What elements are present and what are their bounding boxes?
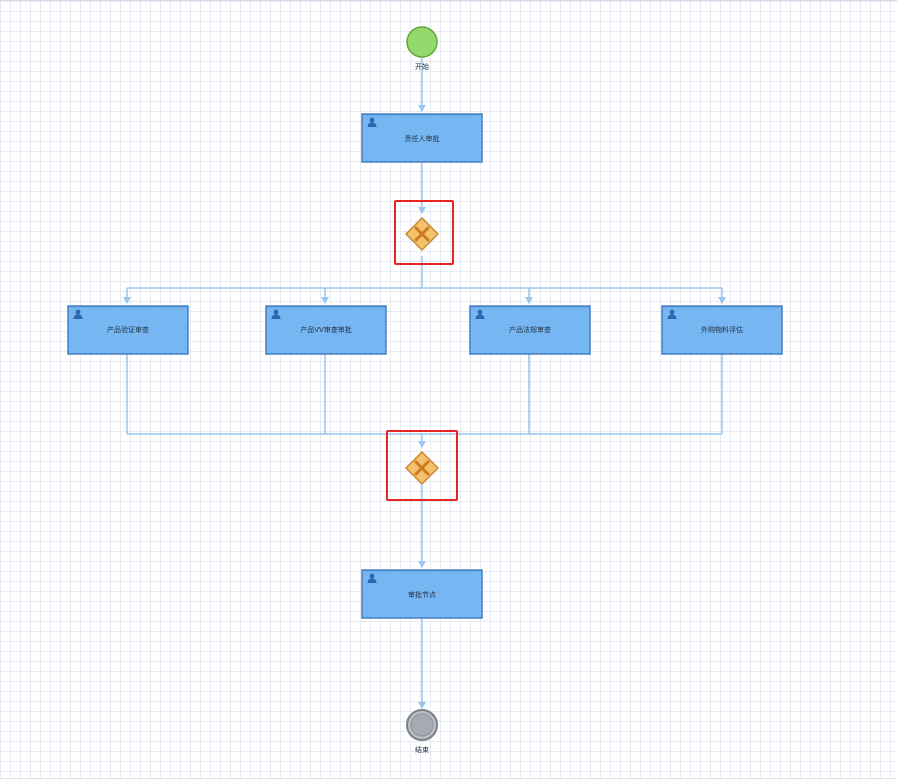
user-icon xyxy=(367,573,377,583)
task-product-regulation-review[interactable]: 产品法规审查 xyxy=(469,305,591,355)
start-event[interactable]: 开始 xyxy=(406,26,438,71)
start-event-icon xyxy=(406,26,438,58)
user-icon xyxy=(73,309,83,319)
task-purchased-material-evaluation-box xyxy=(661,305,783,355)
arrow-split-task-3 xyxy=(525,297,533,304)
arrow-approval-to-end xyxy=(418,702,426,709)
task-approval-node-box xyxy=(361,569,483,619)
arrow-start-to-owner xyxy=(418,105,426,112)
task-owner-approval-box xyxy=(361,113,483,163)
task-product-validation-review-box xyxy=(67,305,189,355)
task-purchased-material-evaluation[interactable]: 外购物料评估 xyxy=(661,305,783,355)
arrow-owner-to-gateway xyxy=(418,207,426,214)
task-owner-approval-label: 责任人审批 xyxy=(405,134,440,143)
gateway-merge[interactable] xyxy=(386,430,458,501)
arrow-split-task-2 xyxy=(321,297,329,304)
gateway-split-highlight xyxy=(394,200,454,265)
end-event[interactable]: 结束 xyxy=(406,709,438,754)
user-icon xyxy=(367,117,377,127)
gateway-merge-x-line-2 xyxy=(414,460,430,476)
gateway-split-x-line-2 xyxy=(414,226,430,242)
arrow-gateway-to-approval xyxy=(418,561,426,568)
task-purchased-material-evaluation-label: 外购物料评估 xyxy=(701,325,743,334)
end-label: 结束 xyxy=(415,745,429,754)
arrow-merge-to-gateway xyxy=(418,441,426,448)
user-icon xyxy=(667,309,677,319)
task-approval-node[interactable]: 审批节点 xyxy=(361,569,483,619)
task-product-vv-review[interactable]: 产品VV审查审批 xyxy=(265,305,387,355)
end-event-inner-icon xyxy=(410,713,434,737)
gateway-split[interactable] xyxy=(394,200,454,265)
start-label: 开始 xyxy=(415,62,429,71)
task-product-validation-review[interactable]: 产品验证审查 xyxy=(67,305,189,355)
arrow-split-task-4 xyxy=(718,297,726,304)
task-product-regulation-review-box xyxy=(469,305,591,355)
task-approval-node-label: 审批节点 xyxy=(408,590,436,599)
user-icon xyxy=(271,309,281,319)
task-owner-approval[interactable]: 责任人审批 xyxy=(361,113,483,163)
connectors xyxy=(123,58,726,709)
gateway-merge-highlight xyxy=(386,430,458,501)
user-icon xyxy=(475,309,485,319)
task-product-vv-review-label: 产品VV审查审批 xyxy=(300,325,352,334)
task-product-validation-review-label: 产品验证审查 xyxy=(107,325,149,334)
task-product-regulation-review-label: 产品法规审查 xyxy=(509,325,551,334)
arrow-split-task-1 xyxy=(123,297,131,304)
task-product-vv-review-box xyxy=(265,305,387,355)
